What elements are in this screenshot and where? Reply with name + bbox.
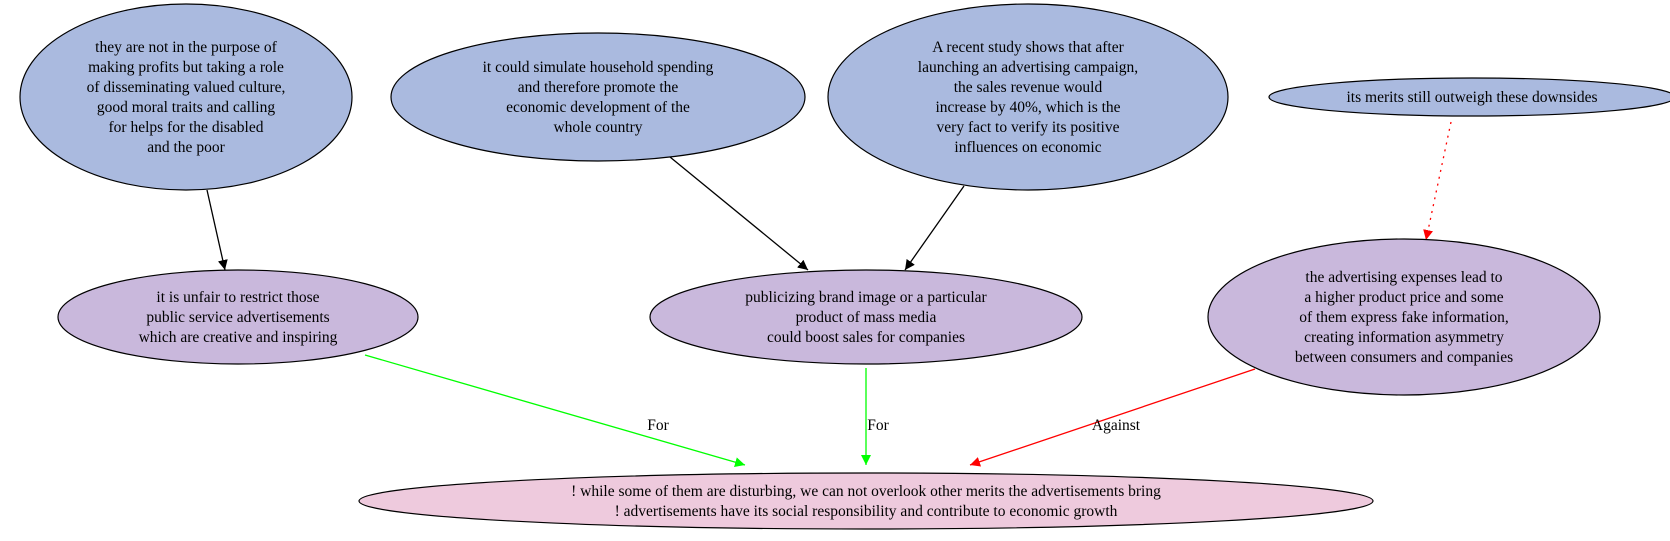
node-shape-n8 (358, 472, 1374, 530)
node-text-n2-line-0: it could simulate household spending (483, 59, 714, 76)
edge-label-n7-n8: Against (1092, 417, 1141, 434)
node-text-n1-line-1: making profits but taking a role (88, 59, 284, 76)
node-shape-n6 (649, 269, 1083, 365)
node-shape-n5 (57, 269, 419, 365)
node-text-n7-line-0: the advertising expenses lead to (1305, 269, 1502, 286)
edge-label-n6-n8: For (867, 417, 889, 434)
edge-n2-n6 (669, 156, 809, 271)
node-n3-premise: A recent study shows that after launching… (827, 3, 1229, 191)
edge-n7-n8 (969, 368, 1256, 467)
edge-n3-n6 (904, 185, 965, 271)
node-text-n8-line-0: ! while some of them are disturbing, we … (571, 483, 1161, 500)
edge-n1-n5 (206, 189, 228, 271)
edge-label-n5-n8: For (647, 417, 669, 434)
edges-layer (206, 121, 1452, 468)
node-text-n3-line-4: very fact to verify its positive (937, 119, 1120, 136)
node-n7-argument: the advertising expenses lead to a higher… (1207, 238, 1601, 396)
node-text-n3-line-5: influences on economic (954, 139, 1101, 156)
node-text-n3-line-1: launching an advertising campaign, (918, 59, 1138, 76)
node-n2-premise: it could simulate household spending and … (390, 32, 806, 162)
node-text-n2-line-1: and therefore promote the (518, 79, 679, 96)
node-text-n1-line-3: good moral traits and calling (97, 99, 275, 116)
node-text-n5-line-2: which are creative and inspiring (139, 329, 338, 346)
node-text-n3-line-3: increase by 40%, which is the (935, 99, 1120, 116)
node-shape-n1 (19, 3, 353, 191)
node-n1-premise: they are not in the purpose of making pro… (19, 3, 353, 191)
node-text-n5-line-0: it is unfair to restrict those (156, 289, 319, 306)
edge-n4-n7 (1423, 121, 1452, 241)
node-text-n1-line-4: for helps for the disabled (109, 119, 264, 136)
node-text-n1-line-0: they are not in the purpose of (95, 39, 277, 56)
node-text-n1-line-5: and the poor (147, 139, 225, 156)
node-n4-premise: its merits still outweigh these downside… (1268, 77, 1670, 117)
node-text-n4-line-0: its merits still outweigh these downside… (1347, 89, 1598, 106)
node-shape-n4 (1268, 77, 1670, 117)
node-text-n6-line-0: publicizing brand image or a particular (745, 289, 987, 306)
node-text-n3-line-2: the sales revenue would (954, 79, 1103, 96)
node-text-n7-line-1: a higher product price and some (1304, 289, 1503, 306)
nodes-layer: they are not in the purpose of making pro… (19, 3, 1670, 530)
node-shape-n2 (390, 32, 806, 162)
node-n6-argument: publicizing brand image or a particular p… (649, 269, 1083, 365)
node-n5-argument: it is unfair to restrict those public ser… (57, 269, 419, 365)
node-text-n7-line-3: creating information asymmetry (1304, 329, 1504, 346)
node-shape-n7 (1207, 238, 1601, 396)
node-text-n2-line-3: whole country (553, 119, 642, 136)
edge-n5-n8 (364, 354, 746, 468)
node-text-n8-line-1: ! advertisements have its social respons… (615, 503, 1118, 520)
node-shape-n3 (827, 3, 1229, 191)
node-text-n6-line-1: product of mass media (796, 309, 937, 326)
node-text-n7-line-4: between consumers and companies (1295, 349, 1513, 366)
node-text-n1-line-2: of disseminating valued culture, (87, 79, 286, 96)
node-text-n5-line-1: public service advertisements (146, 309, 329, 326)
node-text-n7-line-2: of them express fake information, (1299, 309, 1509, 326)
node-text-n3-line-0: A recent study shows that after (932, 39, 1124, 56)
node-text-n6-line-2: could boost sales for companies (767, 329, 965, 346)
node-n8-conclusion: ! while some of them are disturbing, we … (358, 472, 1374, 530)
edge-labels-layer: For For Against (647, 417, 1141, 434)
node-text-n2-line-2: economic development of the (506, 99, 690, 116)
